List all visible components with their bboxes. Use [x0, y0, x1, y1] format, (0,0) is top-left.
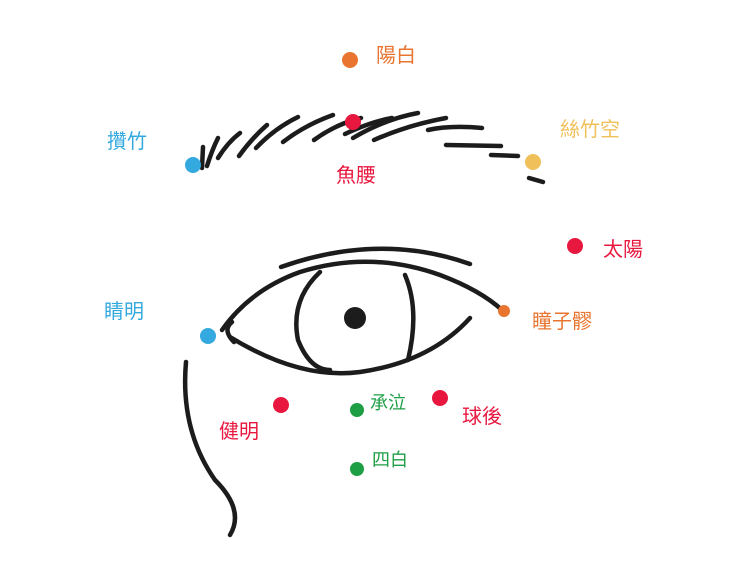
point-label: 球後 [462, 404, 502, 428]
point-sizhukong: 絲竹空 [525, 117, 620, 170]
point-jianming: 健明 [219, 397, 289, 443]
pupil [344, 307, 366, 329]
inner-canthus [225, 319, 237, 345]
acupoint-dot [567, 238, 583, 254]
point-label: 攢竹 [107, 129, 147, 153]
acupoint-dot [350, 462, 364, 476]
point-label: 健明 [219, 419, 259, 443]
acupoint-dot [342, 52, 358, 68]
cheek-contour [182, 359, 238, 538]
acupoint-dot [345, 114, 361, 130]
point-label: 瞳子髎 [532, 309, 592, 333]
point-chengqi: 承泣 [350, 393, 406, 417]
point-label: 承泣 [370, 393, 406, 414]
point-qiuhou: 球後 [432, 390, 502, 428]
acupoint-dot [498, 305, 510, 317]
acupoint-dot [350, 403, 364, 417]
point-taiyang: 太陽 [567, 237, 643, 261]
acupoint-dot [185, 157, 201, 173]
eyelid-crease [278, 246, 473, 270]
point-label: 絲竹空 [560, 117, 620, 141]
point-label: 陽白 [376, 43, 416, 67]
upper-eyelid [219, 259, 505, 333]
point-sibai: 四白 [350, 450, 408, 476]
point-tongziliao: 瞳子髎 [498, 305, 592, 333]
point-label: 睛明 [104, 299, 144, 323]
point-label: 太陽 [603, 237, 643, 261]
lower-eyelid [227, 315, 473, 376]
point-jingming: 睛明 [104, 299, 216, 344]
acupoint-dot [200, 328, 216, 344]
acupoint-dot [525, 154, 541, 170]
eyebrow [199, 110, 546, 185]
point-yangbai: 陽白 [342, 43, 416, 68]
point-yuyao: 魚腰 [336, 114, 376, 187]
acupoint-dot [432, 390, 448, 406]
point-cuanzhu: 攢竹 [107, 129, 201, 173]
iris [294, 269, 416, 373]
point-label: 魚腰 [336, 163, 376, 187]
point-label: 四白 [372, 450, 408, 471]
acupoint-dot [273, 397, 289, 413]
